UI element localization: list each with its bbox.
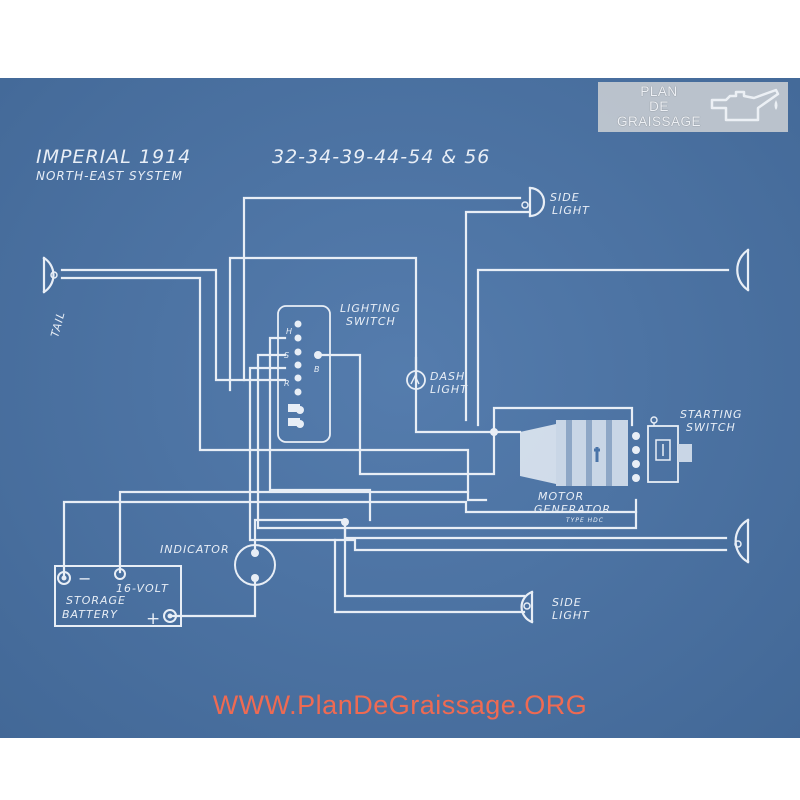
wire-switch-s [256,353,638,530]
plan-de-graissage-logo: PLAN DE GRAISSAGE [598,82,788,132]
wire-right-headlight [476,268,730,427]
wire-right-lower-headlight [343,528,728,540]
starting-switch-label-2: SWITCH [686,421,736,434]
side-light-bottom [520,590,534,624]
wire-tail [60,276,488,502]
side-light-top-label-1: SIDE [550,191,580,204]
motor-generator [520,420,640,486]
wire-battery-negative [62,500,638,580]
dash-light [406,370,426,390]
lighting-switch-label-1: LIGHTING [340,302,401,315]
website-watermark: WWW.PlanDeGraissage.ORG [212,690,588,720]
switch-label-r: R [284,379,291,388]
wires [60,196,730,618]
wire-left-headlight [60,268,287,382]
side-light-top [521,186,546,218]
indicator [234,544,276,586]
motor-generator-label-1: MOTOR [538,490,584,503]
side-light-bottom-label-1: SIDE [552,596,582,609]
lighting-switch [277,305,331,443]
dash-light-label-1: DASH [430,370,465,383]
battery-minus-label: − [78,569,92,588]
battery-volt-label: 16-VOLT [116,582,169,595]
battery-plus-label: + [146,609,161,629]
indicator-label: INDICATOR [160,543,230,556]
starting-switch [647,416,692,483]
motor-generator-label-2: GENERATOR [534,503,611,516]
diagram-subtitle: NORTH-EAST SYSTEM [36,169,183,183]
side-light-top-label-2: LIGHT [552,204,590,217]
wire-generator-return [343,520,526,598]
oil-can-icon [710,88,780,122]
wire-bottom-side-light [333,538,526,614]
starting-switch-label-1: STARTING [680,408,743,421]
lighting-switch-label-2: SWITCH [346,315,396,328]
logo-text: PLAN DE GRAISSAGE [604,84,714,129]
switch-label-b: B [314,365,321,374]
dash-light-label-2: LIGHT [430,383,468,396]
wire-switch-b [316,353,634,476]
switch-label-h: H [286,327,293,336]
wire-indicator-top [253,518,347,550]
wire-top-side-light [242,196,522,382]
headlight-right-upper [736,248,750,292]
battery-battery-label: BATTERY [62,608,118,621]
logo-line-1: PLAN [640,84,678,99]
wire-switch-r [248,366,728,552]
switch-label-s: S [284,351,290,360]
tail-label: TAIL [48,310,67,339]
diagram-models: 32-34-39-44-54 & 56 [272,146,490,168]
headlight-right-lower [734,518,750,564]
wire-indicator-bottom [168,578,257,618]
diagram-title: IMPERIAL 1914 [36,146,191,168]
logo-line-3: GRAISSAGE [616,114,702,129]
side-light-bottom-label-2: LIGHT [552,609,590,622]
junction-dot [490,428,498,436]
wire-switch-h [268,336,372,522]
wire-battery-terminal [118,490,470,574]
tail-light [42,256,58,294]
wire-side-light-feed [464,210,532,422]
battery-storage-label: STORAGE [66,594,126,607]
junction-dot [341,518,349,526]
blueprint-sheet [0,78,800,738]
motor-type-label: TYPE HDC [566,517,604,524]
storage-battery [54,565,182,627]
wire-switch-upper [228,256,496,434]
logo-line-2: DE [649,99,669,114]
